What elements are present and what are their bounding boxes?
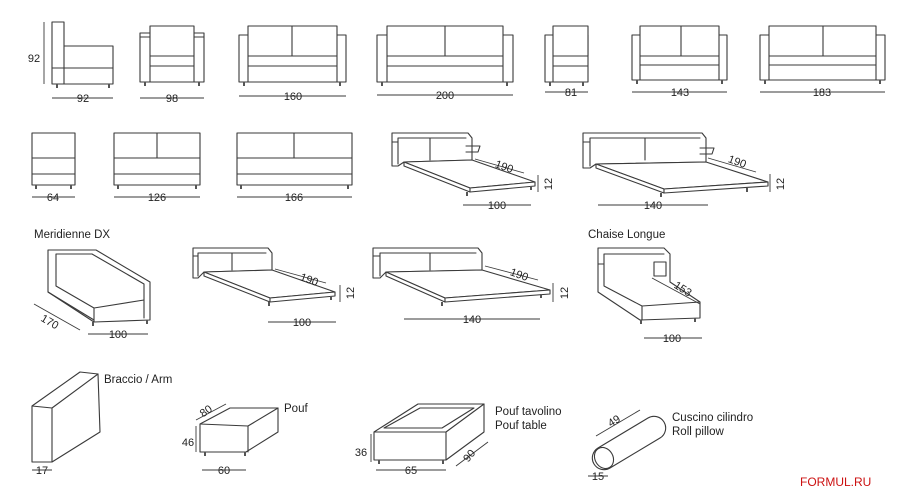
sofa-200-label: 200: [436, 90, 454, 102]
bed-100-height-label: 12: [345, 287, 357, 299]
module-64: [31, 132, 76, 189]
pouf-table: [373, 403, 485, 464]
pouf-title: Pouf: [284, 403, 308, 415]
meridienne-title: Meridienne DX: [34, 229, 110, 241]
sofa-bed-large: [582, 132, 769, 197]
armchair-81: [544, 25, 589, 86]
table-depth-dim: [455, 441, 489, 467]
meridienne-depth-dim: [33, 303, 81, 331]
sofa-160-label: 160: [284, 91, 302, 103]
meridienne-width-label: 100: [109, 329, 127, 341]
pouf-depth-label: 80: [198, 403, 215, 420]
armchair-front-label: 98: [166, 93, 178, 105]
bed-140-height-label: 12: [559, 287, 571, 299]
table-title-1: Pouf tavolino: [495, 406, 562, 418]
module-166-label: 166: [285, 192, 303, 204]
bed-small-width-label: 100: [488, 200, 506, 212]
bed-100-length-label: 190: [298, 271, 319, 289]
meridienne-depth-label: 170: [39, 313, 61, 333]
bed-large-length-dim: [707, 157, 757, 173]
table-width-label: 65: [405, 465, 417, 477]
pillow-title-2: Roll pillow: [672, 426, 724, 438]
sofa-143: [631, 25, 728, 84]
armchair-side-depth-label: 92: [77, 93, 89, 105]
pouf-width-label: 60: [218, 465, 230, 477]
bed-100-width-label: 100: [293, 317, 311, 329]
pouf: [199, 407, 279, 456]
arm-piece: [31, 371, 101, 463]
bed-100-length-dim: [274, 268, 327, 284]
bed-small-length-label: 190: [493, 158, 514, 176]
sofa-bed-small: [391, 132, 536, 196]
bed-large-length-label: 190: [726, 153, 747, 171]
bed-140-length-label: 190: [508, 266, 529, 284]
brand-watermark: FORMUL.RU: [800, 475, 871, 489]
pouf-depth-dim: [195, 403, 227, 421]
pillow-length-label: 49: [606, 413, 623, 430]
module-126: [113, 132, 201, 189]
bed-large-height-label: 12: [775, 178, 787, 190]
bed-small-height-label: 12: [543, 178, 555, 190]
chaise-length-dim: [651, 277, 701, 305]
table-depth-label: 90: [461, 448, 478, 465]
bed-140-width-label: 140: [463, 314, 481, 326]
roll-pillow: [591, 415, 667, 471]
bed-140-length-dim: [484, 265, 539, 281]
pillow-diameter-label: 15: [592, 471, 604, 483]
armchair-side-view: [51, 21, 114, 88]
pillow-title-1: Cuscino cilindro: [672, 412, 753, 424]
sofa-bed-100: [192, 247, 336, 306]
chaise-title: Chaise Longue: [588, 229, 665, 241]
armchair-81-label: 81: [565, 87, 577, 99]
sofa-143-label: 143: [671, 87, 689, 99]
chaise-width-label: 100: [663, 333, 681, 345]
armchair-side-height-label: 92: [28, 53, 40, 65]
chaise-longue: [597, 247, 701, 324]
armchair-front: [139, 25, 205, 86]
table-title-2: Pouf table: [495, 420, 547, 432]
sofa-160: [238, 25, 347, 86]
arm-title: Braccio / Arm: [104, 374, 172, 386]
bed-small-length-dim: [474, 158, 525, 174]
pouf-height-label: 46: [182, 437, 194, 449]
table-height-label: 36: [355, 447, 367, 459]
module-126-label: 126: [148, 192, 166, 204]
meridienne-dx: [47, 249, 151, 326]
sofa-bed-140: [372, 247, 551, 306]
sofa-183: [759, 25, 886, 84]
sofa-183-label: 183: [813, 87, 831, 99]
bed-large-width-label: 140: [644, 200, 662, 212]
pillow-length-dim: [595, 409, 641, 437]
module-166: [236, 132, 353, 189]
sofa-200: [376, 25, 514, 86]
module-64-label: 64: [47, 192, 59, 204]
arm-width-label: 17: [36, 465, 48, 477]
